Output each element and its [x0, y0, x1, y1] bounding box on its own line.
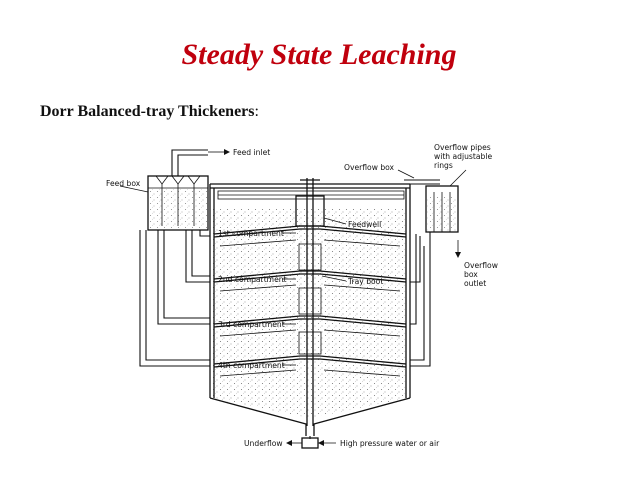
- label-high-pressure: High pressure water or air: [340, 439, 440, 448]
- label-overflow-pipes-1: Overflow pipes: [434, 143, 491, 152]
- left-feed-pipes: [139, 230, 210, 367]
- label-overflow-box-outlet-1: Overflow: [464, 261, 498, 270]
- label-overflow-box-outlet-2: box: [464, 270, 478, 279]
- label-overflow-pipes-3: rings: [434, 161, 453, 170]
- subtitle-suffix: :: [254, 103, 259, 120]
- slide-subtitle: Dorr Balanced-tray Thickeners:: [40, 103, 259, 121]
- tank-liquid: [212, 208, 408, 418]
- compartment-trays: [213, 225, 407, 368]
- label-underflow: Underflow: [244, 439, 283, 448]
- central-shaft: [295, 178, 325, 426]
- label-feed-box: Feed box: [106, 179, 141, 188]
- subtitle-bold-text: Dorr Balanced-tray Thickeners: [40, 103, 255, 120]
- label-overflow-box-outlet-3: outlet: [464, 279, 486, 288]
- feed-box: [147, 175, 209, 231]
- label-feedwell: Feedwell: [348, 220, 381, 229]
- overflow-box: [217, 190, 405, 200]
- feed-inlet-pipe: [171, 149, 230, 176]
- label-compartment-2: 2nd compartment: [218, 275, 287, 284]
- label-compartment-1: 1st compartment: [218, 229, 284, 238]
- label-compartment-4: 4th compartment: [218, 361, 285, 370]
- label-compartment-3: 3rd compartment: [218, 320, 285, 329]
- label-feed-inlet: Feed inlet: [233, 148, 270, 157]
- slide-title: Steady State Leaching: [181, 38, 457, 71]
- label-overflow-pipes-2: with adjustable: [434, 152, 492, 161]
- thickener-diagram: Feed inlet Feed box Overflow box Overflo…: [106, 143, 498, 449]
- label-overflow-box: Overflow box: [344, 163, 395, 172]
- overflow-pipes: [404, 179, 461, 367]
- tank-outline: [209, 183, 411, 436]
- rake-arms: [219, 239, 401, 377]
- label-tray-boot: Tray boot: [347, 277, 383, 286]
- underflow-valve: [286, 436, 336, 449]
- leader-lines: [119, 169, 467, 366]
